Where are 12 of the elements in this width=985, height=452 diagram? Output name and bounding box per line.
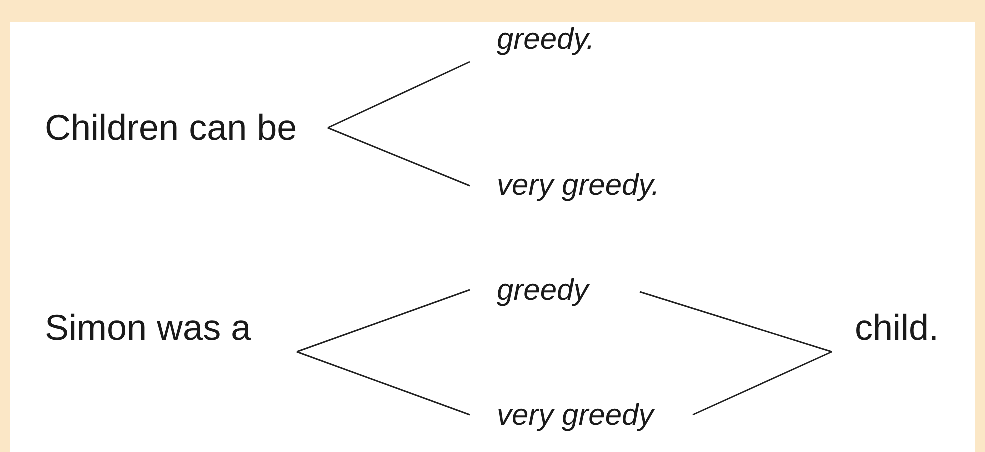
word-option: very greedy [470, 398, 693, 434]
connector-line [328, 61, 470, 129]
connector-line [692, 351, 832, 416]
sentence-part: Children can be [45, 110, 328, 146]
word-option: greedy [470, 273, 640, 309]
connector-line [296, 351, 470, 416]
connector-line [328, 127, 470, 187]
word-option: very greedy. [470, 168, 690, 204]
sentence-part: Simon was a [45, 310, 297, 376]
word-option: greedy. [470, 22, 630, 58]
connector-line [640, 291, 832, 353]
connector-line [296, 289, 470, 353]
